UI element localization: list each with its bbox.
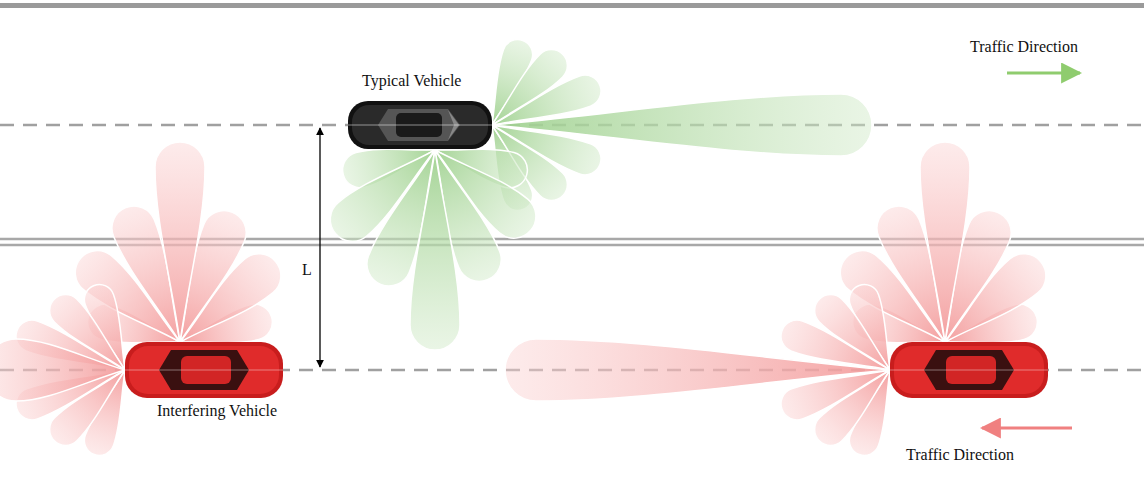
interfering-vehicle [890, 342, 1048, 398]
direction-arrow [1007, 72, 1080, 75]
radar-beam [920, 142, 970, 342]
distance-arrow [319, 128, 320, 367]
direction-label: Traffic Direction [906, 446, 1014, 464]
distance-label: L [302, 261, 312, 279]
vehicle-label: Typical Vehicle [362, 72, 461, 90]
vehicle-label: Interfering Vehicle [157, 402, 277, 420]
radar-beam [505, 339, 890, 401]
radar-beam [492, 94, 872, 156]
interfering-vehicle [125, 342, 283, 398]
direction-arrow [982, 427, 1072, 430]
radar-beam [155, 142, 205, 342]
radar-beam [0, 339, 125, 401]
direction-label: Traffic Direction [970, 38, 1078, 56]
radar-beam [410, 150, 460, 350]
radar-beams [0, 35, 1055, 459]
typical-vehicle [348, 101, 492, 149]
road-edge [0, 3, 1144, 8]
